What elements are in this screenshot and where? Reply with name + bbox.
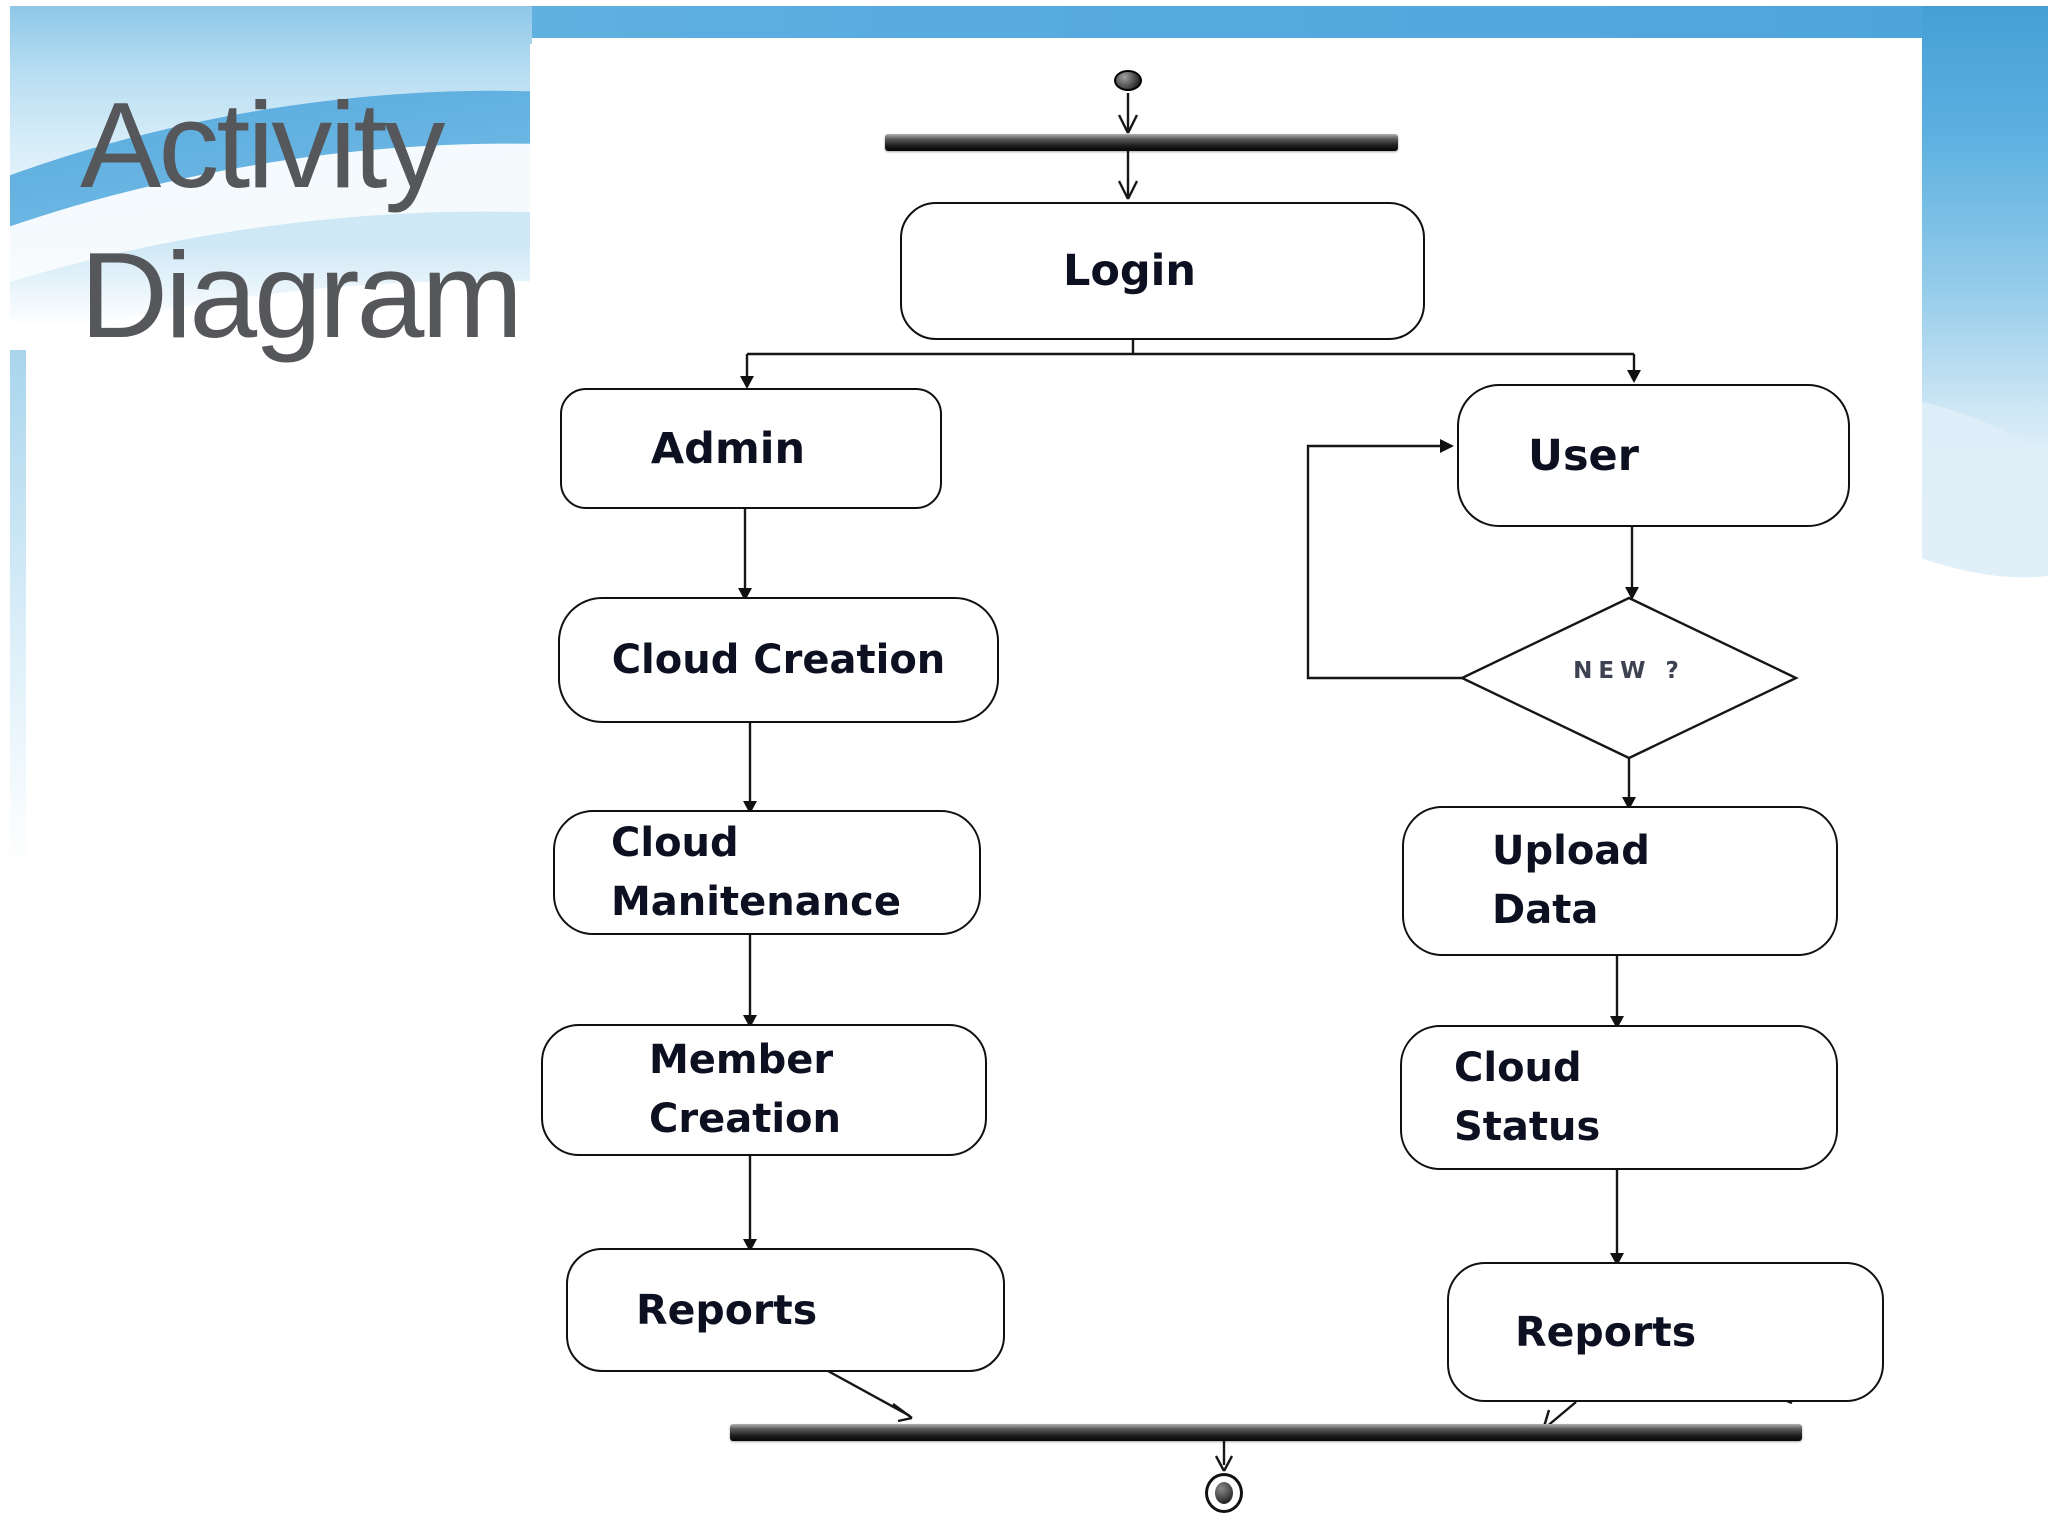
arrow-reports-admin-to-join — [828, 1371, 910, 1416]
activity-node-member-creation: Member Creation — [541, 1024, 987, 1156]
activity-node-user: User — [1457, 384, 1850, 527]
activity-node-admin: Admin — [560, 388, 942, 509]
slide-title-line1: Activity — [80, 77, 445, 213]
open-arrowhead-icon — [1216, 1456, 1232, 1471]
activity-node-cloud-manitenance: Cloud Manitenance — [553, 810, 981, 935]
node-label: Cloud Creation — [611, 637, 946, 683]
activity-node-upload-data: Upload Data — [1402, 806, 1838, 956]
final-node-inner-dot — [1215, 1482, 1233, 1504]
node-label-line1: Upload — [1492, 828, 1650, 874]
loop-decision-to-user — [1308, 446, 1462, 678]
open-arrowhead-icon — [1119, 115, 1137, 133]
node-label: Admin — [650, 423, 806, 474]
open-arrowhead-icon — [1119, 181, 1137, 199]
open-arrowhead-icon — [893, 1404, 912, 1421]
filled-arrowheads — [738, 370, 1641, 1266]
join-bar-icon — [730, 1424, 1802, 1441]
activity-node-reports-admin: Reports — [566, 1248, 1005, 1372]
slide-title: Activity Diagram — [80, 70, 523, 370]
slide-title-line2: Diagram — [80, 227, 523, 363]
template-wave-decoration — [10, 6, 532, 354]
fork-bar-icon — [885, 134, 1398, 151]
node-label-line1: Cloud — [611, 819, 739, 866]
template-left-edge — [10, 350, 26, 870]
decision-diamond — [1462, 598, 1796, 758]
activity-node-cloud-creation: Cloud Creation — [558, 597, 999, 723]
node-label: Login — [1062, 246, 1197, 296]
node-label-line2: Creation — [649, 1096, 841, 1142]
wave-fade — [10, 244, 532, 354]
template-right-band — [1922, 6, 2048, 586]
final-node-icon — [1205, 1473, 1243, 1513]
activity-node-cloud-status: Cloud Status — [1400, 1025, 1838, 1170]
activity-node-login: Login — [900, 202, 1425, 340]
branch-line — [747, 340, 1634, 354]
node-label-line2: Manitenance — [611, 878, 902, 925]
arrow-reports-user-to-join — [1545, 1402, 1576, 1428]
node-label-line2: Status — [1454, 1103, 1601, 1150]
decision-label: NEW ? — [1573, 658, 1685, 684]
node-label-line1: Member — [649, 1037, 834, 1083]
node-label-line2: Data — [1492, 887, 1599, 933]
initial-node-icon — [1114, 70, 1142, 91]
activity-node-reports-user: Reports — [1447, 1262, 1884, 1402]
node-label: User — [1528, 430, 1639, 481]
node-label-line1: Cloud — [1454, 1044, 1582, 1091]
node-label: Reports — [636, 1286, 818, 1334]
node-label: Reports — [1515, 1308, 1697, 1356]
